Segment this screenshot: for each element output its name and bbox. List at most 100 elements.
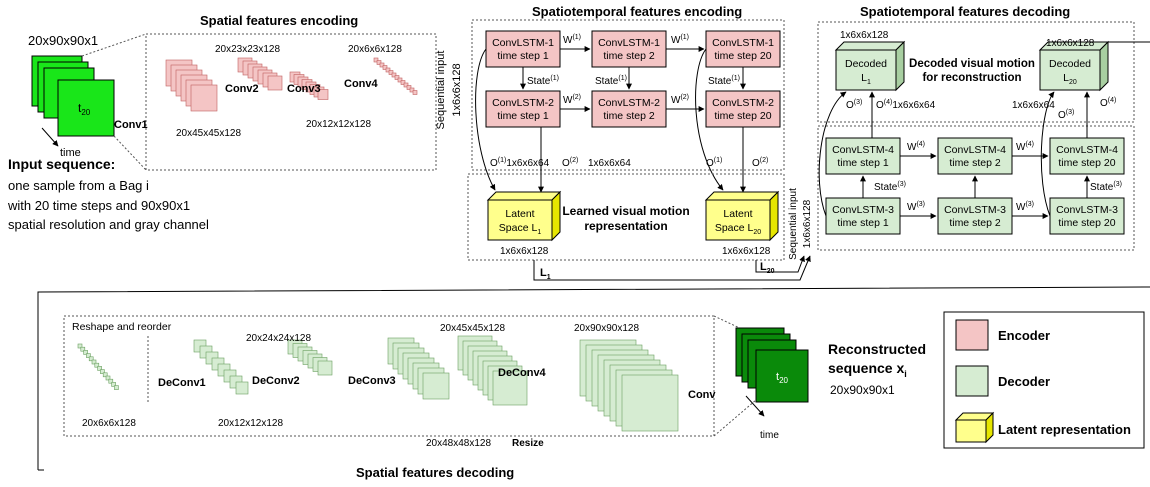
reshape-stack-layer	[105, 375, 111, 381]
st-enc-o2-label: O(2)	[562, 157, 578, 169]
convlstm4-step20: ConvLSTM-4 time step 20	[1049, 137, 1125, 175]
st-dec-w3-b: W(3)	[1016, 201, 1034, 213]
svg-text:Decoded: Decoded	[845, 58, 887, 70]
output-sequence: t20 time Reconstructed sequence xi 20x90…	[735, 327, 926, 441]
legend: Encoder Decoder Latent representation	[943, 311, 1145, 449]
latent-frame	[467, 173, 785, 261]
spatiotemporal-encoding-block: Spatiotemporal features encoding Sequent…	[435, 4, 785, 193]
reshape-stack-layer	[83, 350, 88, 355]
conv4-output-stack-layer	[391, 72, 397, 78]
enc-dim-45: 20x45x45x128	[176, 128, 241, 139]
dec-dim-24: 20x24x24x128	[246, 333, 311, 344]
st-enc-o2-label-b: O(2)	[752, 157, 768, 169]
conv4-label: Conv4	[344, 78, 379, 90]
st-dec-seq-input: Sequential input	[788, 188, 799, 260]
reshape-stack-layer	[88, 356, 94, 362]
conv4-output-stack-layer	[403, 82, 409, 88]
latent-caption-2: representation	[584, 219, 667, 233]
enc-dim-23: 20x23x23x128	[215, 44, 280, 55]
svg-text:Decoded: Decoded	[1049, 58, 1091, 70]
st-enc-w1-b: W(1)	[671, 34, 689, 46]
input-time-label: time	[60, 147, 81, 159]
svg-text:ConvLSTM-3: ConvLSTM-3	[944, 204, 1006, 216]
latent-cube-1: Latent Space L1	[486, 190, 562, 242]
svg-text:time step 2: time step 2	[603, 50, 655, 62]
reshape-stack-layer	[102, 372, 108, 378]
reshape-stack-layer	[97, 366, 102, 371]
enc-dim-6: 20x6x6x128	[348, 44, 402, 55]
svg-text:time step 2: time step 2	[603, 110, 655, 122]
reshape-stack-layer	[77, 343, 83, 349]
dec-dim-6: 20x6x6x128	[82, 418, 136, 429]
spatial-encoding-frame	[145, 33, 437, 171]
st-enc-state-a: State(1)	[527, 75, 559, 87]
svg-text:L20: L20	[1063, 72, 1077, 86]
conv4-output-stack-layer	[409, 87, 415, 93]
conv2-output-stack	[237, 57, 283, 91]
st-dec-state-a: State(3)	[874, 181, 906, 193]
conv-stack	[579, 339, 679, 432]
deconv2-label: DeConv2	[252, 375, 300, 387]
convlstm1-step20: ConvLSTM-1 time step 20	[705, 30, 781, 68]
conv4-output-stack-layer	[379, 62, 385, 68]
convlstm3-step1: ConvLSTM-3 time step 1	[825, 197, 901, 235]
st-enc-o1-label: O(1)1x6x6x64	[490, 157, 550, 169]
conv4-output-stack-layer	[406, 85, 412, 90]
st-dec-w4-b: W(4)	[1016, 141, 1034, 153]
svg-text:time step 1: time step 1	[837, 157, 889, 169]
latent-caption-1: Learned visual motion	[562, 204, 689, 218]
input-time-arrow	[41, 127, 59, 147]
conv1-output-stack-layer	[190, 84, 218, 112]
convlstm2-step1: ConvLSTM-2 time step 1	[485, 90, 561, 128]
input-desc-2: with 20 time steps and 90x90x1	[7, 198, 190, 213]
reshape-stack-layer	[80, 346, 86, 352]
st-enc-w2-a: W(2)	[563, 94, 581, 106]
decoded-caption-1: Decoded visual motion	[909, 58, 1035, 70]
reshape-label: Reshape and reorder	[72, 321, 172, 333]
dec-dim-12: 20x12x12x128	[218, 418, 283, 429]
conv4-output-stack-layer	[382, 65, 388, 70]
deconv1-label: DeConv1	[158, 377, 206, 389]
svg-text:Space L20: Space L20	[715, 222, 761, 236]
conv4-output-stack-layer	[373, 57, 379, 63]
st-dec-seq-dims: 1x6x6x128	[802, 199, 813, 248]
convlstm4-step2: ConvLSTM-4 time step 2	[937, 137, 1013, 175]
reshape-stack-layer	[114, 385, 119, 390]
decoder-connector	[37, 286, 1150, 470]
input-desc-1: one sample from a Bag i	[8, 178, 149, 193]
svg-text:ConvLSTM-4: ConvLSTM-4	[944, 144, 1006, 156]
output-dims: 20x90x90x1	[830, 383, 895, 397]
spatial-encoding-block: Spatial features encoding 20x23x23x128 2…	[81, 13, 437, 171]
decoded-cube-20: Decoded L20	[1038, 40, 1110, 92]
convlstm4-step1: ConvLSTM-4 time step 1	[825, 137, 901, 175]
latent-cube-20: Latent Space L20	[704, 190, 780, 242]
st-encoding-frame	[471, 19, 785, 171]
st-enc-dim-64: 1x6x6x64	[588, 158, 631, 169]
convlstm3-step20: ConvLSTM-3 time step 20	[1049, 197, 1125, 235]
svg-text:ConvLSTM-3: ConvLSTM-3	[832, 204, 894, 216]
conv4-output-stack-layer	[376, 60, 382, 65]
spatial-encoding-title: Spatial features encoding	[200, 13, 358, 28]
input-heading: Input sequence:	[8, 156, 115, 172]
svg-text:ConvLSTM-2: ConvLSTM-2	[712, 97, 774, 109]
svg-text:ConvLSTM-4: ConvLSTM-4	[1056, 144, 1118, 156]
svg-text:L1: L1	[861, 72, 871, 86]
legend-decoder-swatch	[955, 365, 989, 397]
deconv1-stack-layer	[235, 381, 249, 395]
conv2-label: Conv2	[225, 83, 259, 95]
dec-dim-48: 20x48x48x128	[426, 438, 491, 449]
decoded-caption-2: for reconstruction	[922, 72, 1021, 84]
svg-text:time step 1: time step 1	[837, 217, 889, 229]
decoded-dims-20: 1x6x6x128	[1046, 38, 1095, 49]
spatiotemporal-decoding-block: Spatiotemporal features decoding Decoded…	[817, 4, 1150, 251]
reshape-stack-layer	[86, 353, 91, 358]
st-enc-o1-label-b: O(1)	[706, 157, 722, 169]
svg-text:Space L1: Space L1	[499, 222, 542, 236]
convlstm1-step1: ConvLSTM-1 time step 1	[485, 30, 561, 68]
st-decoder-cells-frame	[817, 125, 1135, 251]
conv-stack-layer	[621, 374, 679, 432]
deconv3-stack	[387, 337, 450, 400]
resize-label: Resize	[512, 438, 544, 449]
output-heading-1: Reconstructed	[828, 341, 926, 357]
latent-l20: L20	[760, 261, 775, 275]
